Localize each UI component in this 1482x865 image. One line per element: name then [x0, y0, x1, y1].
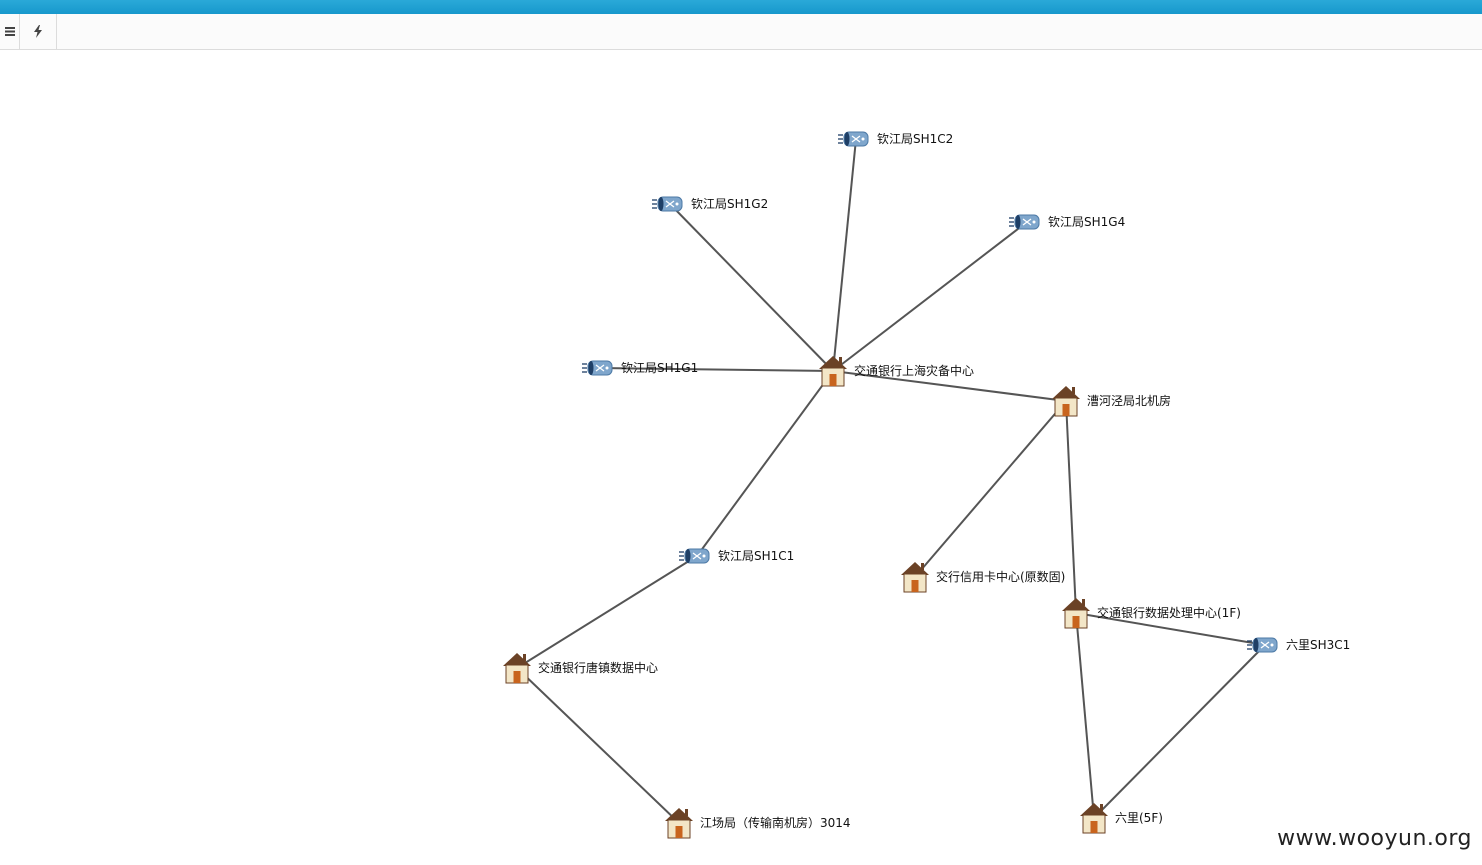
router-icon	[581, 360, 613, 376]
node-label: 六里(5F)	[1115, 811, 1163, 825]
house-icon	[1061, 597, 1091, 629]
router-icon	[651, 196, 683, 212]
node-label: 钦江局SH1C2	[877, 132, 953, 146]
router-icon	[678, 548, 710, 564]
node-label: 钦江局SH1G4	[1048, 215, 1125, 229]
link-chb-dpc[interactable]	[1065, 400, 1077, 614]
node-dpc[interactable]: 交通银行数据处理中心(1F)	[1061, 597, 1241, 629]
node-label: 江场局（传输南机房）3014	[700, 815, 851, 830]
node-sh3c1[interactable]: 六里SH3C1	[1246, 637, 1350, 653]
node-label: 钦江局SH1G1	[621, 361, 698, 375]
node-sh1c1[interactable]: 钦江局SH1C1	[678, 548, 794, 564]
node-tz[interactable]: 交通银行唐镇数据中心	[502, 652, 658, 684]
top-accent-bar	[0, 0, 1482, 14]
node-jc[interactable]: 江场局（传输南机房）3014	[664, 807, 851, 839]
watermark: www.wooyun.org	[1277, 826, 1472, 851]
link-chb-card[interactable]	[914, 400, 1067, 578]
node-chb[interactable]: 漕河泾局北机房	[1051, 385, 1171, 417]
router-icon	[1246, 637, 1278, 653]
link-dr-sh1g4[interactable]	[832, 221, 1028, 372]
node-label: 钦江局SH1G2	[691, 197, 768, 211]
house-icon	[502, 652, 532, 684]
node-sh1g4[interactable]: 钦江局SH1G4	[1008, 214, 1125, 230]
link-dr-chb[interactable]	[832, 370, 1067, 402]
node-ll5f[interactable]: 六里(5F)	[1079, 802, 1163, 834]
node-label: 交通银行数据处理中心(1F)	[1097, 605, 1241, 620]
topology-canvas[interactable]: 钦江局SH1C2 钦江局SH1G2 钦江局SH1G4 钦江局SH1G1 交通银行上海灾备…	[0, 50, 1482, 865]
action-button[interactable]	[20, 14, 57, 49]
node-label: 漕河泾局北机房	[1087, 393, 1171, 408]
node-dr[interactable]: 交通银行上海灾备中心	[818, 355, 974, 387]
node-label: 钦江局SH1C1	[718, 549, 794, 563]
node-label: 交行信用卡中心(原数固)	[936, 569, 1065, 584]
menu-icon	[4, 27, 15, 36]
nodes-layer: 钦江局SH1C2 钦江局SH1G2 钦江局SH1G4 钦江局SH1G1 交通银行上海灾备…	[502, 131, 1350, 839]
link-dr-sh1g2[interactable]	[669, 203, 834, 372]
node-card[interactable]: 交行信用卡中心(原数固)	[900, 561, 1065, 593]
node-label: 交通银行上海灾备中心	[854, 363, 974, 378]
toolbar	[0, 14, 1482, 50]
link-sh3c1-ll5f[interactable]	[1093, 644, 1266, 819]
node-sh1c2[interactable]: 钦江局SH1C2	[837, 131, 953, 147]
link-tz-jc[interactable]	[516, 667, 680, 824]
lightning-icon	[34, 25, 42, 38]
link-dpc-sh3c1[interactable]	[1075, 612, 1266, 646]
links-layer	[516, 138, 1266, 824]
node-label: 交通银行唐镇数据中心	[538, 660, 658, 675]
link-dr-sh1g1[interactable]	[599, 367, 834, 372]
link-dr-sh1c1[interactable]	[696, 370, 834, 557]
menu-button[interactable]	[0, 14, 20, 49]
link-dpc-ll5f[interactable]	[1075, 612, 1095, 819]
node-sh1g2[interactable]: 钦江局SH1G2	[651, 196, 768, 212]
router-icon	[837, 131, 869, 147]
house-icon	[1051, 385, 1081, 417]
router-icon	[1008, 214, 1040, 230]
node-label: 六里SH3C1	[1286, 638, 1350, 652]
link-sh1c1-tz[interactable]	[516, 555, 698, 669]
node-sh1g1[interactable]: 钦江局SH1G1	[581, 360, 698, 376]
link-dr-sh1c2[interactable]	[832, 138, 857, 372]
